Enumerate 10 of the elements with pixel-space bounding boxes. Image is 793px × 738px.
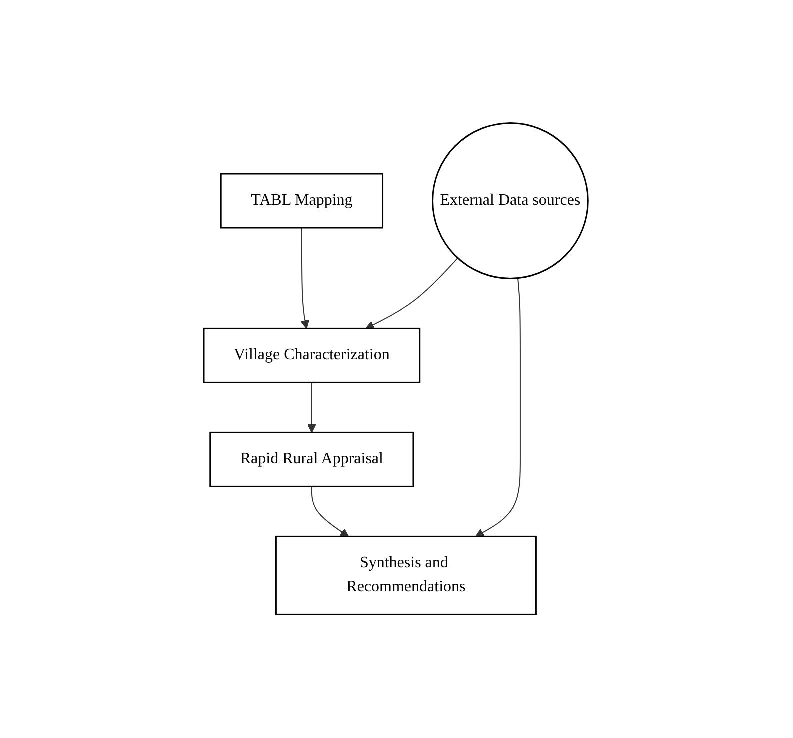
arrow <box>476 278 522 538</box>
arrow <box>308 382 317 434</box>
node-box: Village Characterization <box>204 328 422 384</box>
node-box: TABL Mapping <box>220 173 384 229</box>
node-box: Synthesis and Recommendations <box>276 536 538 616</box>
arrow <box>366 258 459 330</box>
arrow <box>312 486 350 538</box>
node-box: Rapid Rural Appraisal <box>210 432 415 488</box>
node-circle: External Data sources <box>432 122 590 280</box>
arrow <box>301 228 310 330</box>
